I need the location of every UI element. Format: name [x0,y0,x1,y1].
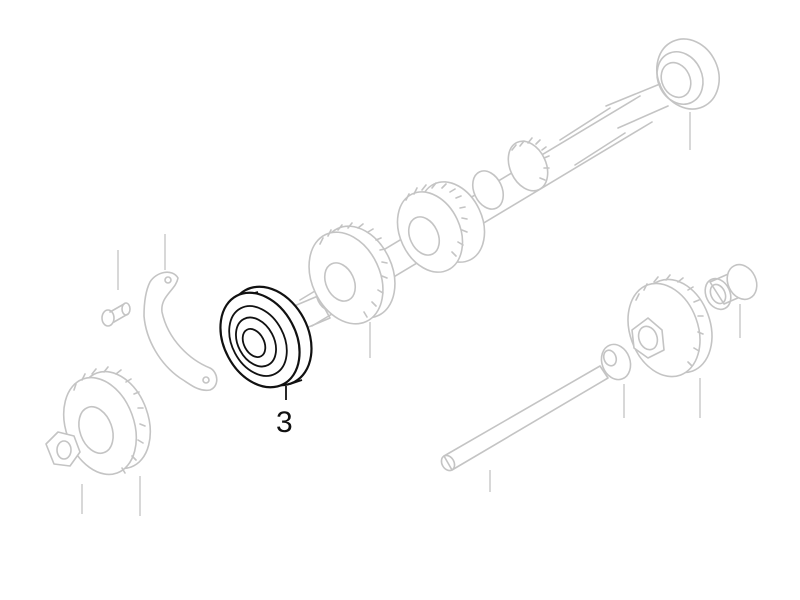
bearing-highlighted [219,285,313,400]
needle-bearing [704,263,758,338]
front-gear [62,366,152,516]
nut [45,431,83,514]
rear-bearing [605,38,720,150]
shaft-pinion [471,137,550,210]
retaining-plate [143,234,218,392]
countershaft-pin [440,365,609,492]
double-gear [396,181,486,273]
callout-label: 3 [276,406,293,439]
shaft-gear [308,222,396,358]
spacer-washer [600,343,632,418]
bolt [101,250,131,327]
idler-gear [627,274,713,418]
